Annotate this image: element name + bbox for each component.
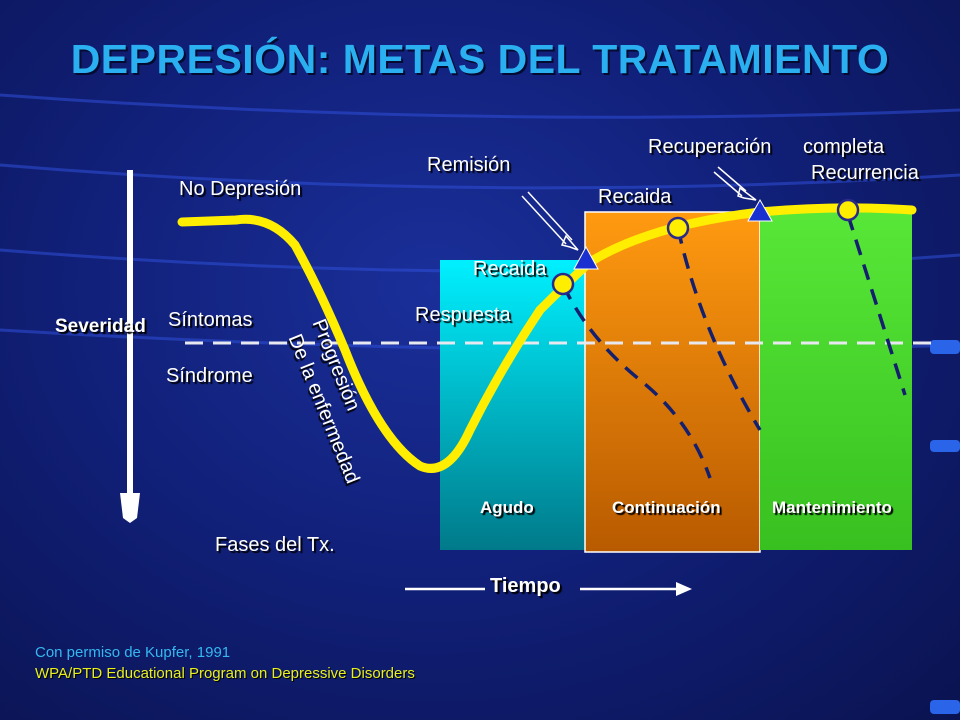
label-tiempo: Tiempo: [490, 575, 561, 597]
recovery-pointer: [713, 166, 757, 201]
recurrence-curve: [846, 214, 907, 396]
edge-streak: [930, 700, 960, 714]
phase-box-continuacion: [584, 211, 761, 553]
phase-label-agudo: Agudo: [480, 498, 534, 517]
label-recuperacion: Recuperación: [648, 136, 772, 158]
relapse-curve-continuacion: [676, 227, 762, 431]
credit-kupfer: Con permiso de Kupfer, 1991: [35, 644, 231, 661]
edge-streak: [930, 440, 960, 452]
relapse-marker-continuacion: [666, 216, 690, 240]
phase-label-continuacion: Continuación: [612, 498, 721, 517]
label-recurrencia: Recurrencia: [811, 162, 919, 184]
phase-label-mantenimiento: Mantenimiento: [772, 498, 892, 517]
edge-streak: [930, 340, 960, 354]
remission-triangle: [573, 245, 599, 270]
label-completa: completa: [803, 136, 885, 158]
label-remision: Remisión: [427, 154, 511, 176]
phase-box-agudo: [440, 260, 585, 550]
label-respuesta: Respuesta: [415, 304, 511, 326]
relapse-curve-agudo: [561, 284, 712, 479]
severity-curve: [177, 203, 917, 473]
relapse-curves: [561, 214, 907, 479]
recurrence-marker: [836, 198, 860, 222]
label-severidad: Severidad: [55, 316, 146, 337]
label-sindrome: Síndrome: [166, 365, 253, 387]
time-arrow: [405, 582, 692, 596]
credit-program: WPA/PTD Educational Program on Depressiv…: [35, 665, 415, 682]
page-title: DEPRESIÓN: METAS DEL TRATAMIENTO: [70, 36, 890, 82]
label-recaida-continuacion: Recaida: [598, 186, 672, 208]
severity-arrow: [120, 170, 140, 523]
phase-box-mantenimiento: [760, 208, 912, 550]
remission-pointer: [521, 191, 579, 251]
label-recaida-agudo: Recaida: [473, 258, 547, 280]
label-fases: Fases del Tx.: [215, 534, 335, 556]
label-sintomas: Síntomas: [168, 309, 253, 331]
label-no-depresion: No Depresión: [179, 178, 302, 200]
recovery-triangle: [747, 198, 773, 222]
relapse-marker-agudo: [551, 272, 575, 296]
